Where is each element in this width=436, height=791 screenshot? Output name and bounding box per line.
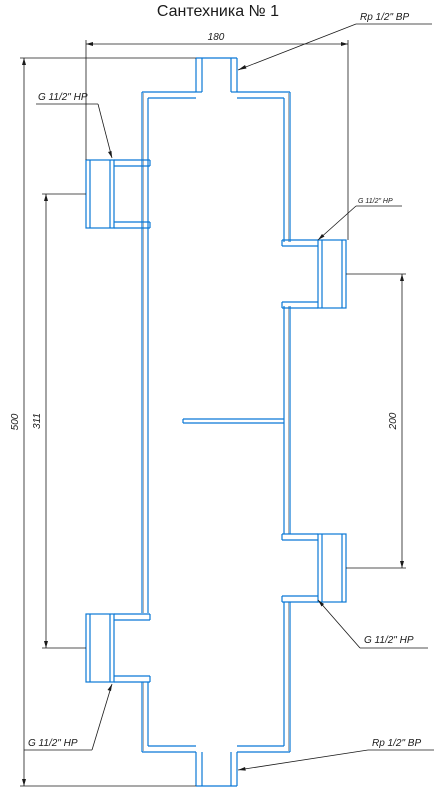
callout-bottom-right-label: Rp 1/2" BP bbox=[372, 738, 421, 749]
right-upper-connection bbox=[281, 239, 347, 309]
callout-left-lower-label: G 11/2" HP bbox=[28, 738, 78, 749]
dimension-width: 180 bbox=[85, 32, 349, 240]
dimension-width-label: 180 bbox=[208, 32, 225, 43]
callout-right-lower-label: G 11/2" HP bbox=[364, 635, 414, 646]
dimension-left-spacing-label: 311 bbox=[32, 413, 43, 429]
callout-left-upper: G 11/2" HP bbox=[36, 92, 113, 159]
callout-left-upper-label: G 11/2" HP bbox=[38, 92, 88, 103]
dimension-right-spacing-label: 200 bbox=[388, 412, 399, 430]
left-upper-connection bbox=[85, 159, 151, 229]
left-lower-connection bbox=[85, 613, 151, 683]
dimension-height-total-label: 500 bbox=[10, 413, 21, 430]
separator-plate bbox=[182, 418, 284, 424]
hydraulic-separator-body bbox=[141, 91, 291, 753]
dimension-right-spacing: 200 bbox=[346, 273, 406, 569]
top-nozzle bbox=[195, 57, 238, 93]
drawing-title: Сантехника № 1 bbox=[157, 3, 279, 20]
callout-right-upper-label: G 11/2" HP bbox=[358, 198, 393, 205]
dimension-left-spacing: 311 bbox=[32, 193, 86, 649]
dimension-height-total: 500 bbox=[10, 57, 196, 787]
bottom-nozzle bbox=[195, 752, 238, 787]
callout-bottom-right: Rp 1/2" BP bbox=[237, 738, 434, 771]
callout-top-right: Rp 1/2" BP bbox=[237, 12, 432, 71]
callout-right-lower: G 11/2" HP bbox=[317, 599, 428, 649]
callout-left-lower: G 11/2" HP bbox=[24, 683, 113, 751]
callout-top-right-label: Rp 1/2" BP bbox=[360, 12, 409, 23]
right-lower-connection bbox=[281, 533, 347, 603]
callout-right-upper: G 11/2" HP bbox=[317, 198, 402, 241]
